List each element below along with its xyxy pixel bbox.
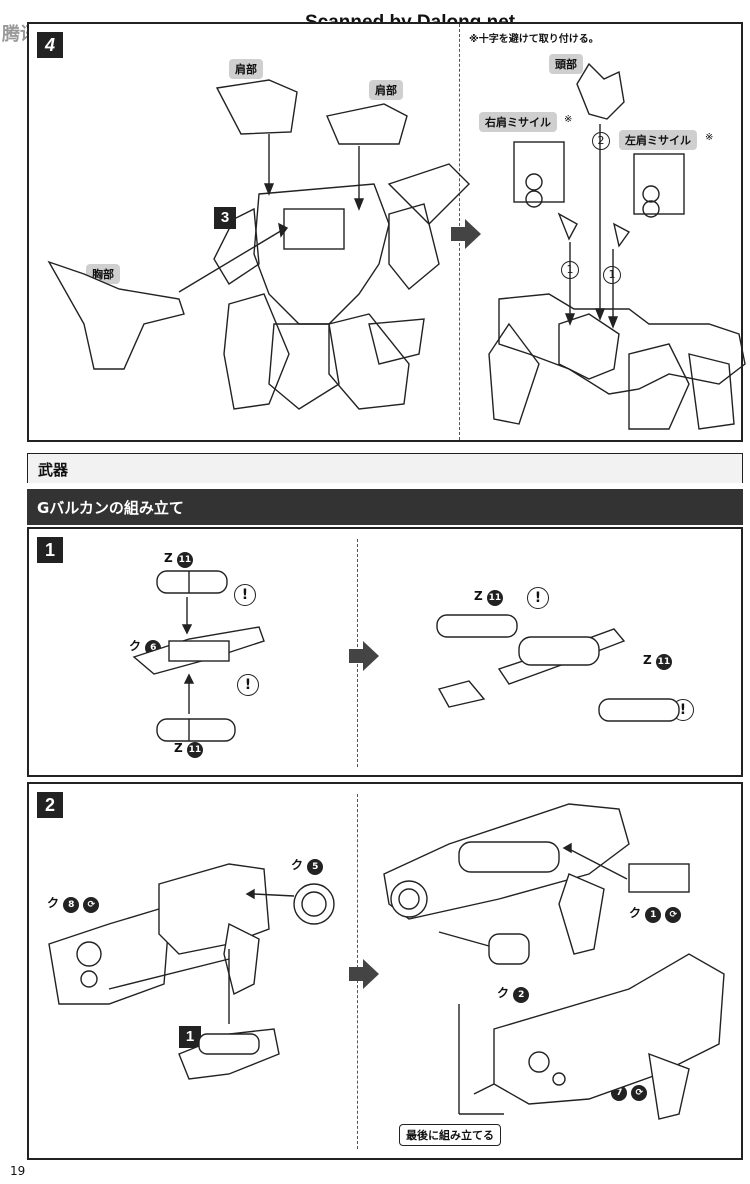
vulcan-step2-panel: 2 ク 5 ク 8 ⟳ 1 ク 1 ⟳ ク 2 ク 7 ⟳ 最後に組み立てる bbox=[27, 782, 743, 1160]
label-ku1: ク 1 ⟳ bbox=[629, 904, 682, 923]
vulcan-step2-progress-arrow bbox=[349, 959, 379, 989]
label-shoulder-left: 肩部 bbox=[229, 59, 263, 79]
page-number: 19 bbox=[10, 1164, 26, 1178]
screw-icon: ⟳ bbox=[631, 1085, 648, 1101]
step4-note: ※十字を避けて取り付ける。 bbox=[469, 34, 599, 45]
vulcan-subsection-header: Gバルカンの組み立て bbox=[27, 489, 743, 525]
vulcan-step2-number: 2 bbox=[37, 792, 63, 818]
asterisk-left: ※ bbox=[705, 132, 714, 143]
vulcan-step2-substep-1: 1 bbox=[179, 1026, 201, 1048]
warning-icon: ! bbox=[527, 587, 549, 609]
final-assembly-label: 最後に組み立てる bbox=[399, 1124, 501, 1146]
label-shoulder-right: 肩部 bbox=[369, 80, 403, 100]
vulcan-step1-progress-arrow bbox=[349, 641, 379, 671]
vulcan-step1-panel: 1 Z 11 ク 6 Z 11 Z 11 Z 11 ! ! ! ! bbox=[27, 527, 743, 777]
step4-substep-3: 3 bbox=[214, 207, 236, 229]
step4-number: 4 bbox=[37, 32, 63, 58]
label-head: 頭部 bbox=[549, 54, 583, 74]
z11-badge: 11 bbox=[176, 552, 193, 568]
z11-badge-rb: 11 bbox=[655, 654, 672, 670]
label-ku8: ク 8 ⟳ bbox=[47, 894, 100, 913]
label-z11-right-top: Z 11 bbox=[474, 589, 503, 606]
vulcan-subsection-title: Gバルカンの組み立て bbox=[37, 499, 184, 517]
step4-progress-arrow bbox=[451, 219, 481, 249]
vulcan-step2-illustration bbox=[48, 803, 725, 1120]
hex-1-right: 1 bbox=[603, 266, 621, 284]
warning-icon: ! bbox=[234, 584, 256, 606]
asterisk-right: ※ bbox=[564, 114, 573, 125]
vulcan-step1-number: 1 bbox=[37, 537, 63, 563]
warning-icon: ! bbox=[237, 674, 259, 696]
ku8-badge: 8 bbox=[63, 897, 80, 913]
label-right-missile: 右肩ミサイル bbox=[479, 112, 557, 132]
circled-2: 2 bbox=[592, 132, 610, 150]
robot-left-illustration bbox=[47, 62, 746, 430]
vulcan-step1-illustration bbox=[132, 570, 680, 742]
screw-icon: ⟳ bbox=[665, 907, 682, 923]
label-ku2: ク 2 bbox=[497, 984, 530, 1003]
label-ku5: ク 5 bbox=[291, 856, 324, 875]
label-left-missile: 左肩ミサイル bbox=[619, 130, 697, 150]
z11-badge-rt: 11 bbox=[486, 590, 503, 606]
label-z11-bottom: Z 11 bbox=[174, 741, 203, 758]
label-z11-right-bottom: Z 11 bbox=[643, 653, 672, 670]
step4-panel: 4 肩部 肩部 胸部 3 ※十字を避けて取り付ける。 頭部 右肩ミサイル ※ 左… bbox=[27, 22, 746, 442]
ku1-badge: 1 bbox=[645, 907, 662, 923]
weapons-section-header: 武器 bbox=[27, 453, 743, 483]
weapons-section-title: 武器 bbox=[38, 461, 69, 479]
label-z11-top: Z 11 bbox=[164, 551, 193, 568]
screw-icon: ⟳ bbox=[83, 897, 100, 913]
ku5-badge: 5 bbox=[307, 859, 324, 875]
ku2-badge: 2 bbox=[513, 987, 530, 1003]
z11-badge-bottom: 11 bbox=[186, 742, 203, 758]
